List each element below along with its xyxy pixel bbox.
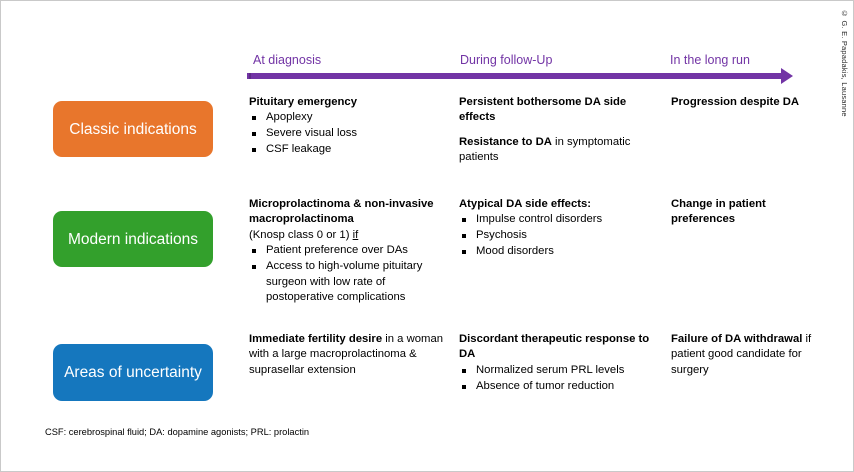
row1-column-during-followup: Atypical DA side effects: Impulse contro… xyxy=(459,197,659,260)
timeline-axis: At diagnosis During follow-Up In the lon… xyxy=(247,53,795,85)
timeline-phase-label-0: At diagnosis xyxy=(253,53,322,67)
abbreviations-footnote: CSF: cerebrospinal fluid; DA: dopamine a… xyxy=(45,427,310,437)
content-block: Progression despite DA xyxy=(671,95,831,110)
block-heading: Pituitary emergency xyxy=(249,96,357,108)
diagram-row-uncertainty: Areas of uncertainty Immediate fertility… xyxy=(1,326,853,426)
block-heading: Persistent bothersome DA side effects xyxy=(459,96,627,124)
diagram-row-classic: Classic indications Pituitary emergency … xyxy=(1,89,853,197)
content-block: Immediate fertility desire in a woman wi… xyxy=(249,332,454,378)
list-item: Severe visual loss xyxy=(249,126,454,141)
list-item: Normalized serum PRL levels xyxy=(459,363,659,378)
list-item: CSF leakage xyxy=(249,142,454,157)
content-block: Failure of DA withdrawal if patient good… xyxy=(671,332,831,378)
block-heading: Change in patient preferences xyxy=(671,198,766,226)
block-heading: Microprolactinoma & non-invasive macropr… xyxy=(249,198,434,226)
list-item: Psychosis xyxy=(459,228,659,243)
content-block: Atypical DA side effects: Impulse contro… xyxy=(459,197,659,260)
arrow-right-icon xyxy=(781,68,793,84)
content-block: Persistent bothersome DA side effects xyxy=(459,95,659,126)
copyright-notice: © G. E. Papadakis, Lausanne xyxy=(840,9,849,117)
list-item: Absence of tumor reduction xyxy=(459,379,659,394)
category-pill-modern: Modern indications xyxy=(53,211,213,267)
block-heading: Resistance to DA xyxy=(459,135,552,148)
bullet-list: Apoplexy Severe visual loss CSF leakage xyxy=(249,110,454,157)
list-item: Impulse control disorders xyxy=(459,212,659,227)
bullet-list: Normalized serum PRL levels Absence of t… xyxy=(459,363,659,394)
row2-column-at-diagnosis: Immediate fertility desire in a woman wi… xyxy=(249,332,454,378)
block-subline: (Knosp class 0 or 1) if xyxy=(249,228,454,243)
row2-column-during-followup: Discordant therapeutic response to DA No… xyxy=(459,332,659,395)
category-pill-uncertainty: Areas of uncertainty xyxy=(53,344,213,401)
timeline-phase-label-1: During follow-Up xyxy=(460,53,553,67)
timeline-bar xyxy=(247,73,781,79)
bullet-list: Patient preference over DAs Access to hi… xyxy=(249,243,454,305)
block-heading: Failure of DA withdrawal xyxy=(671,333,803,345)
row0-column-during-followup: Persistent bothersome DA side effects Re… xyxy=(459,95,659,166)
timeline-tick-start xyxy=(249,73,251,79)
bullet-list: Impulse control disorders Psychosis Mood… xyxy=(459,212,659,259)
category-pill-classic: Classic indications xyxy=(53,101,213,157)
content-block: Pituitary emergency Apoplexy Severe visu… xyxy=(249,95,454,158)
block-subline-underlined: if xyxy=(352,228,359,241)
row1-column-at-diagnosis: Microprolactinoma & non-invasive macropr… xyxy=(249,197,454,306)
block-heading: Atypical DA side effects: xyxy=(459,198,592,210)
block-trailing-text: in symptomatic patients xyxy=(459,135,631,164)
list-item: Access to high-volume pituitary surgeon … xyxy=(249,259,454,305)
timeline-phase-label-2: In the long run xyxy=(670,53,750,67)
block-trailing-text: if patient good candidate for surgery xyxy=(671,333,812,376)
block-heading: Immediate fertility desire xyxy=(249,333,383,345)
block-subline-text: (Knosp class 0 or 1) xyxy=(249,228,353,241)
list-item: Patient preference over DAs xyxy=(249,243,454,258)
block-heading: Discordant therapeutic response to DA xyxy=(459,333,650,361)
list-item: Apoplexy xyxy=(249,110,454,125)
row0-column-long-run: Progression despite DA xyxy=(671,95,831,110)
content-block: Microprolactinoma & non-invasive macropr… xyxy=(249,197,454,305)
content-block: Change in patient preferences xyxy=(671,197,831,228)
diagram-row-modern: Modern indications Microprolactinoma & n… xyxy=(1,191,853,316)
content-block: Resistance to DA in symptomatic patients xyxy=(459,135,659,166)
row0-column-at-diagnosis: Pituitary emergency Apoplexy Severe visu… xyxy=(249,95,454,158)
block-heading: Progression despite DA xyxy=(671,96,800,108)
row2-column-long-run: Failure of DA withdrawal if patient good… xyxy=(671,332,831,378)
row1-column-long-run: Change in patient preferences xyxy=(671,197,831,228)
block-trailing-text: in a woman with a large macroprolactinom… xyxy=(249,333,444,376)
content-block: Discordant therapeutic response to DA No… xyxy=(459,332,659,394)
list-item: Mood disorders xyxy=(459,244,659,259)
